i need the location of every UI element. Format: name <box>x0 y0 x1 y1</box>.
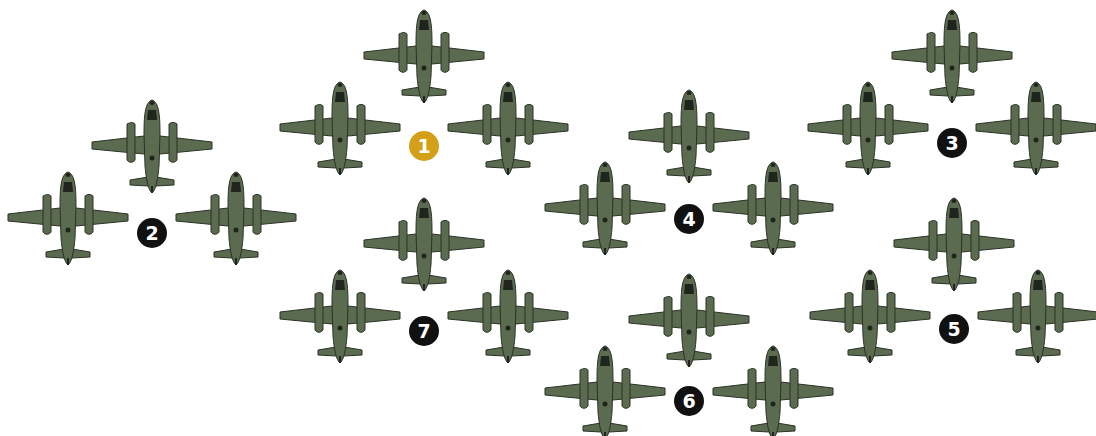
bomber-aircraft <box>280 82 400 175</box>
bomber-aircraft <box>808 82 928 175</box>
callout-number: 3 <box>937 128 967 158</box>
callout-badge <box>937 128 967 158</box>
bomber-aircraft <box>448 270 568 363</box>
callout-number: 6 <box>674 386 704 416</box>
callout-badge <box>674 204 704 234</box>
bomber-aircraft <box>894 198 1014 291</box>
bomber-aircraft <box>545 162 665 255</box>
bomber-aircraft <box>976 82 1096 175</box>
callout-number: 4 <box>674 204 704 234</box>
bomber-aircraft <box>364 198 484 291</box>
callout-badge <box>409 131 439 161</box>
bomber-aircraft <box>892 10 1012 103</box>
bomber-aircraft <box>448 82 568 175</box>
callout-number: 1 <box>409 131 439 161</box>
bomber-aircraft <box>280 270 400 363</box>
callout-badge <box>939 314 969 344</box>
bomber-aircraft <box>8 172 128 265</box>
bomber-aircraft <box>713 162 833 255</box>
bomber-aircraft <box>364 10 484 103</box>
bomber-aircraft <box>629 274 749 367</box>
callout-badge <box>674 386 704 416</box>
callout-number: 7 <box>409 316 439 346</box>
bomber-aircraft <box>176 172 296 265</box>
bomber-aircraft <box>978 270 1096 363</box>
bomber-aircraft <box>713 346 833 436</box>
bomber-aircraft <box>629 90 749 183</box>
bomber-aircraft <box>92 100 212 193</box>
bomber-aircraft <box>810 270 930 363</box>
callout-number: 5 <box>939 314 969 344</box>
bomber-aircraft <box>545 346 665 436</box>
callout-badge <box>409 316 439 346</box>
callout-badge <box>137 218 167 248</box>
callout-number: 2 <box>137 218 167 248</box>
